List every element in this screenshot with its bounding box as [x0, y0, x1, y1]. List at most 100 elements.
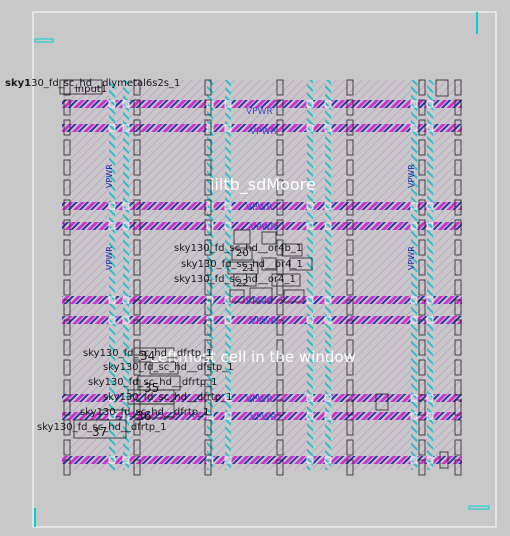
power-strap	[307, 80, 313, 470]
via	[122, 394, 130, 402]
rail-label: VPWR	[250, 317, 277, 327]
tap-cell	[204, 79, 212, 96]
rail-label: VPWR	[250, 223, 277, 233]
tap-cell	[204, 279, 212, 296]
tap-cell	[454, 159, 462, 176]
via	[122, 100, 130, 108]
tap-cell	[133, 339, 141, 356]
left-cell-label: sky130_fd_sc_hd__dfrtp_1	[88, 377, 218, 388]
tap-cell	[418, 79, 426, 96]
cell-id: 36	[136, 409, 152, 423]
tap-cell	[346, 359, 354, 376]
tap-cell	[418, 159, 426, 176]
tap-cell	[133, 259, 141, 276]
tap-cell	[276, 399, 284, 416]
via	[324, 412, 332, 420]
via	[324, 316, 332, 324]
tap-cell	[454, 119, 462, 136]
via	[306, 100, 314, 108]
tap-cell	[454, 239, 462, 256]
tap-cell	[63, 199, 71, 216]
tap-cell	[418, 419, 426, 436]
tap-cell	[346, 399, 354, 416]
tap-cell	[204, 439, 212, 456]
tap-cell	[346, 339, 354, 356]
via	[306, 222, 314, 230]
via	[426, 222, 434, 230]
power-strap	[225, 80, 231, 470]
tap-cell	[276, 199, 284, 216]
via	[426, 316, 434, 324]
via	[108, 124, 116, 132]
standard-cell	[231, 247, 253, 261]
tap-cell	[454, 319, 462, 336]
power-rail	[62, 222, 462, 230]
tap-cell	[204, 339, 212, 356]
via	[224, 394, 232, 402]
via	[206, 100, 214, 108]
tap-cell	[454, 199, 462, 216]
via	[410, 100, 418, 108]
tap-cell	[133, 139, 141, 156]
tap-cell	[63, 119, 71, 136]
via	[206, 412, 214, 420]
tap-cell	[63, 99, 71, 116]
cluster-label: sky130_fd_sc_hd__or4_1	[181, 259, 303, 270]
tap-cell	[133, 359, 141, 376]
via	[426, 296, 434, 304]
tap-cell	[204, 239, 212, 256]
tap-cell	[418, 219, 426, 236]
tap-cell	[276, 79, 284, 96]
cluster-label: sky130_fd_sc_hd__or4_1	[174, 274, 296, 285]
via	[224, 202, 232, 210]
via	[324, 394, 332, 402]
tap-cell	[133, 159, 141, 176]
tap-cell	[346, 259, 354, 276]
tap-cell	[204, 299, 212, 316]
cell-id: 21	[242, 263, 255, 274]
via	[306, 456, 314, 464]
tap-cell	[276, 99, 284, 116]
rail-label: VPWR	[246, 297, 273, 307]
tap-cell	[418, 279, 426, 296]
via	[324, 124, 332, 132]
via	[426, 456, 434, 464]
power-rail	[62, 296, 462, 304]
tap-cell	[276, 339, 284, 356]
tap-cell	[346, 279, 354, 296]
die-boundary	[32, 11, 497, 528]
tap-cell	[454, 419, 462, 436]
tap-cell	[454, 219, 462, 236]
via	[410, 202, 418, 210]
power-strap	[411, 80, 417, 470]
via	[410, 412, 418, 420]
via	[324, 202, 332, 210]
via	[122, 222, 130, 230]
tap-cell	[204, 179, 212, 196]
tap-cell	[204, 259, 212, 276]
via	[306, 124, 314, 132]
via	[224, 124, 232, 132]
via	[410, 456, 418, 464]
via	[224, 316, 232, 324]
tap-cell	[133, 319, 141, 336]
tap-cell	[276, 179, 284, 196]
tap-cell	[276, 359, 284, 376]
tap-cell	[454, 299, 462, 316]
power-rail	[62, 394, 462, 402]
tap-cell	[454, 139, 462, 156]
tap-cell	[418, 339, 426, 356]
tap-cell	[63, 139, 71, 156]
strap-label: VPWR	[407, 164, 416, 188]
tap-cell	[204, 419, 212, 436]
tap-cell	[276, 459, 284, 476]
tap-cell	[204, 399, 212, 416]
tap-cell	[63, 299, 71, 316]
tap-cell	[276, 219, 284, 236]
via	[108, 456, 116, 464]
tap-cell	[63, 279, 71, 296]
tap-cell	[346, 179, 354, 196]
tap-cell	[276, 119, 284, 136]
